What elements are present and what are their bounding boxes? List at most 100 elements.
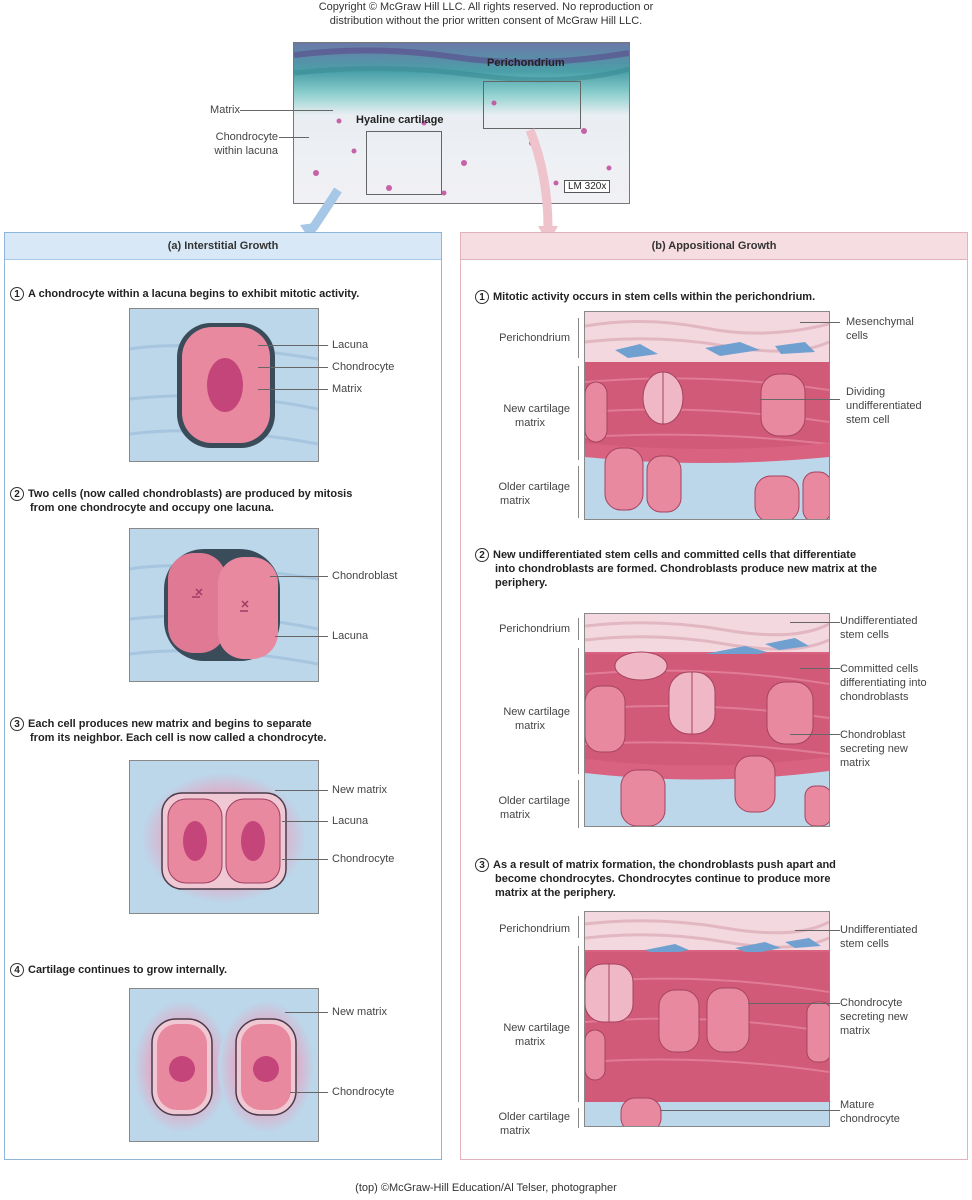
b1-perichondrium-layer: [585, 312, 829, 362]
b3-right-mat-2: chondrocyte: [840, 1113, 900, 1125]
b1-left-old-1: Older cartilage: [498, 481, 570, 493]
b-step-3-illustration: [584, 911, 830, 1127]
a-step-3-num: 3: [10, 717, 24, 731]
a-step-1-illustration: [129, 308, 319, 462]
b1-left-older-cartilage: Older cartilage matrix: [466, 480, 570, 508]
a2-chondroblast-right: [218, 557, 278, 659]
perichondrium-zoom-box: [483, 81, 581, 129]
b3-right-mature: Mature chondrocyte: [840, 1098, 900, 1126]
b2-left-old-1: Older cartilage: [498, 795, 570, 807]
a-step-4-text: Cartilage continues to grow internally.: [28, 964, 228, 976]
b3-left-new-1: New cartilage: [503, 1022, 570, 1034]
b-step-3-num: 3: [475, 858, 489, 872]
perichondrium-micro-label: Perichondrium: [487, 57, 565, 69]
b1-mesenchymal-cells: [615, 342, 815, 358]
b3-right-cs-1: Chondrocyte: [840, 997, 903, 1009]
a-step-2-line-1: Two cells (now called chondroblasts) are…: [28, 488, 353, 500]
a1-nucleus: [207, 358, 243, 412]
b-step-1-illustration: [584, 311, 830, 520]
b2-right-com-3: chondroblasts: [840, 691, 909, 703]
b2-left-new-2: matrix: [515, 720, 545, 732]
b2-left-perichondrium: Perichondrium: [499, 623, 570, 635]
b1-left-new-2: matrix: [515, 417, 545, 429]
hyaline-micrograph: Perichondrium Hyaline cartilage LM 320x: [293, 42, 630, 204]
a1-label-matrix: Matrix: [332, 383, 362, 395]
a-step-3: 3 Each cell produces new matrix and begin…: [10, 717, 430, 745]
connector-arrows: [300, 128, 558, 244]
a3-label-lacuna: Lacuna: [332, 815, 369, 827]
b1-left-new-cartilage: New cartilage matrix: [466, 402, 570, 430]
b3-right-chondrocyte-secreting: Chondrocyte secreting new matrix: [840, 996, 908, 1038]
magnification-label: LM 320x: [564, 180, 611, 193]
b2-right-com-2: differentiating into: [840, 677, 927, 689]
a-step-3-line-2: from its neighbor. Each cell is now call…: [30, 732, 327, 744]
a4-label-new-matrix: New matrix: [332, 1006, 388, 1018]
b2-right-cb-1: Chondroblast: [840, 729, 906, 741]
a1-label-chondrocyte: Chondrocyte: [332, 361, 395, 373]
b2-right-committed: Committed cells differentiating into cho…: [840, 662, 927, 704]
copyright-line-1: Copyright © McGraw Hill LLC. All rights …: [318, 1, 654, 13]
micrograph-image: [294, 43, 629, 203]
a-step-2-line-2: from one chondrocyte and occupy one lacu…: [30, 502, 274, 514]
b3-right-undifferentiated: Undifferentiated stem cells: [840, 923, 917, 951]
b-step-2-line-1: New undifferentiated stem cells and comm…: [493, 549, 857, 561]
b2-left-older-cartilage: Older cartilage matrix: [466, 794, 570, 822]
b2-left-old-2: matrix: [500, 809, 530, 821]
b-step-1-text: Mitotic activity occurs in stem cells wi…: [493, 291, 816, 303]
b2-right-undifferentiated: Undifferentiated stem cells: [840, 614, 917, 642]
b3-right-cs-3: matrix: [840, 1025, 870, 1037]
a2-chromosomes: [192, 588, 249, 612]
b2-right-cb-3: matrix: [840, 757, 870, 769]
a1-label-lacuna: Lacuna: [332, 339, 369, 351]
a-step-2-illustration: [129, 528, 319, 682]
b2-right-cb-2: secreting new: [840, 743, 908, 755]
b3-right-und-1: Undifferentiated: [840, 924, 918, 936]
b-step-3-line-3: matrix at the periphery.: [495, 887, 616, 899]
b-step-2-line-3: periphery.: [495, 577, 548, 589]
b3-left-older-cartilage: Older cartilage matrix: [466, 1110, 570, 1138]
b2-chondroblast: [766, 681, 814, 745]
b1-right-mes-1: Mesenchymal: [846, 316, 914, 328]
b1-right-div-3: stem cell: [846, 414, 890, 426]
b1-left-old-2: matrix: [500, 495, 530, 507]
b3-left-old-1: Older cartilage: [498, 1111, 570, 1123]
b3-left-new-2: matrix: [515, 1036, 545, 1048]
b3-right-cs-2: secreting new: [840, 1011, 908, 1023]
b-step-2-line-2: into chondroblasts are formed. Chondrobl…: [495, 563, 877, 575]
copyright-notice: Copyright © McGraw Hill LLC. All rights …: [0, 0, 972, 28]
panel-a-title: (a) Interstitial Growth: [5, 233, 441, 260]
micro-chondrocyte-line-1: Chondrocyte: [215, 131, 278, 143]
a-step-1-text: A chondrocyte within a lacuna begins to …: [28, 288, 360, 300]
b3-left-perichondrium: Perichondrium: [499, 923, 570, 935]
photo-credit: (top) ©McGraw-Hill Education/Al Telser, …: [355, 1182, 617, 1194]
a-step-4-illustration: [129, 988, 319, 1142]
b-step-3-line-2: become chondrocytes. Chondrocytes contin…: [495, 873, 831, 885]
micro-chondrocyte-label: Chondrocyte within lacuna: [180, 130, 278, 158]
b2-right-und-1: Undifferentiated: [840, 615, 918, 627]
b2-right-com-1: Committed cells: [840, 663, 919, 675]
a-step-4-num: 4: [10, 963, 24, 977]
hyaline-micro-label: Hyaline cartilage: [356, 114, 444, 126]
a2-chondroblast-left: [168, 553, 226, 653]
b3-left-new-cartilage: New cartilage matrix: [466, 1021, 570, 1049]
micrograph-nuclei: [313, 100, 612, 196]
a4-label-chondrocyte: Chondrocyte: [332, 1086, 395, 1098]
b2-right-und-2: stem cells: [840, 629, 889, 641]
b-step-3: 3 As a result of matrix formation, the ch…: [475, 858, 955, 900]
a3-label-new-matrix: New matrix: [332, 784, 388, 796]
arrow-to-panel-a-icon: [300, 222, 322, 240]
b-step-3-line-1: As a result of matrix formation, the cho…: [493, 859, 836, 871]
a-step-3-line-1: Each cell produces new matrix and begins…: [28, 718, 312, 730]
b3-mature-chondrocyte: [620, 1097, 662, 1126]
b3-right-und-2: stem cells: [840, 938, 889, 950]
b2-left-new-1: New cartilage: [503, 706, 570, 718]
b2-right-chondroblast: Chondroblast secreting new matrix: [840, 728, 908, 770]
copyright-line-2: distribution without the prior written c…: [329, 15, 643, 27]
b1-right-div-2: undifferentiated: [846, 400, 922, 412]
b1-right-mes-2: cells: [846, 330, 869, 342]
b2-left-new-cartilage: New cartilage matrix: [466, 705, 570, 733]
micro-chondrocyte-line-2: within lacuna: [214, 145, 278, 157]
b-step-2-num: 2: [475, 548, 489, 562]
